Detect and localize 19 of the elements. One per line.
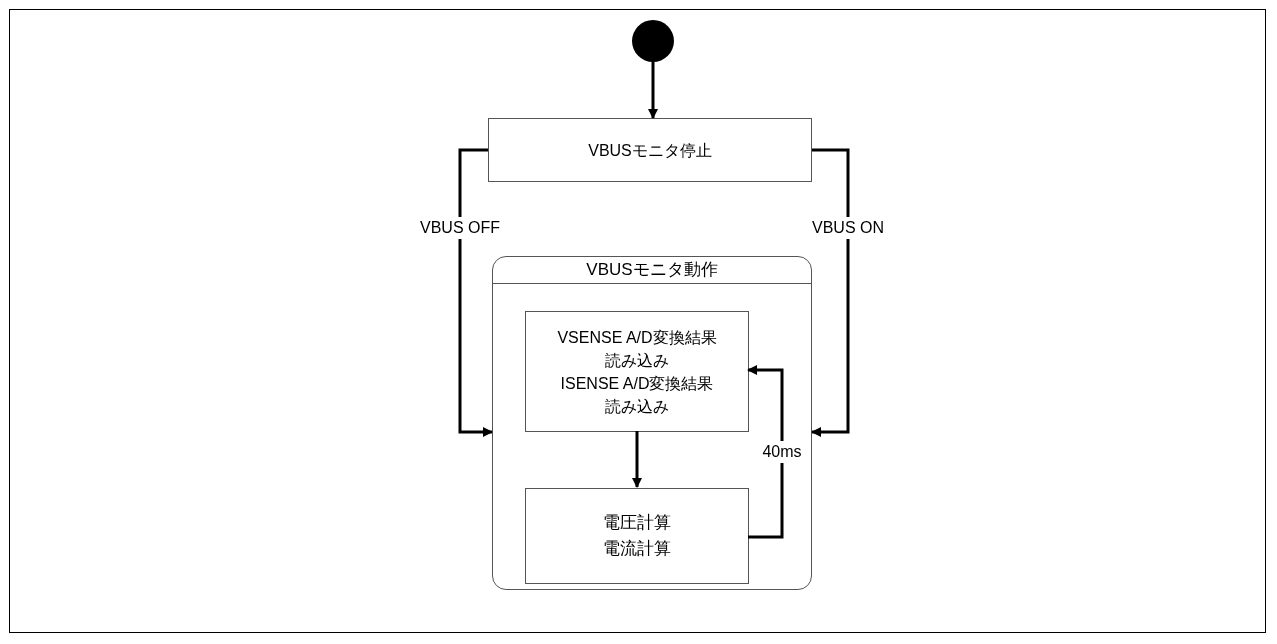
- state-label: VSENSE A/D変換結果読み込み: [556, 327, 718, 371]
- arrow: [747, 365, 784, 539]
- state-heading: VBUSモニタ動作: [493, 257, 811, 284]
- state-label: 電圧計算: [603, 512, 671, 534]
- edge-label: VBUS OFF: [418, 217, 502, 239]
- state-box: [525, 311, 749, 432]
- composite-state-box: [492, 256, 812, 590]
- edge-label: VBUS ON: [810, 217, 886, 239]
- edge-label: 40ms: [760, 441, 804, 463]
- arrow: [648, 62, 658, 119]
- state-box: [525, 488, 749, 584]
- state-box: [488, 118, 812, 182]
- arrow: [458, 148, 493, 437]
- arrow: [811, 148, 850, 437]
- arrow: [632, 431, 642, 488]
- state-label: 電流計算: [603, 538, 671, 560]
- initial-state-circle: [632, 20, 674, 62]
- state-label: VBUSモニタ停止: [588, 140, 712, 161]
- state-label: ISENSE A/D変換結果読み込み: [559, 373, 715, 417]
